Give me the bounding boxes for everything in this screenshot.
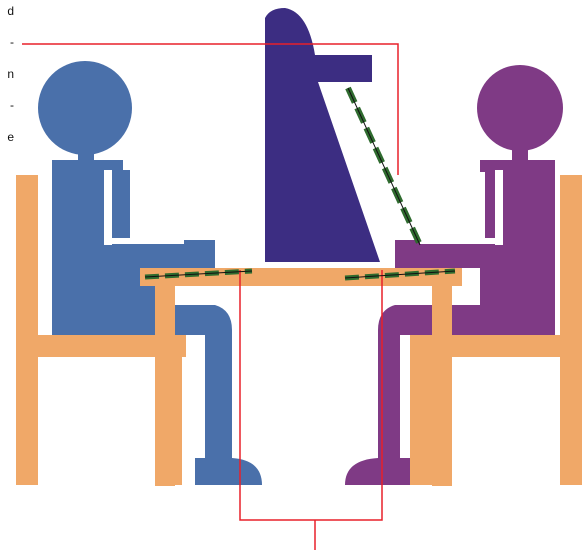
right-chair-back — [560, 175, 582, 485]
table-right-leg — [432, 286, 452, 486]
left-chair-back — [16, 175, 38, 485]
right-chair-front-leg — [410, 335, 434, 485]
table-left-leg — [155, 286, 175, 486]
person-right-head — [477, 65, 563, 151]
person-right-forearm-highlight — [420, 238, 500, 244]
interpreter-figure — [265, 8, 380, 262]
person-left-forearm-highlight — [104, 238, 184, 244]
person-left-arm-highlight — [104, 170, 112, 245]
interpreter-figure-body — [265, 8, 380, 262]
person-left-head — [38, 61, 132, 155]
person-right-arm-highlight — [495, 170, 503, 245]
person-right-neck — [512, 148, 528, 162]
